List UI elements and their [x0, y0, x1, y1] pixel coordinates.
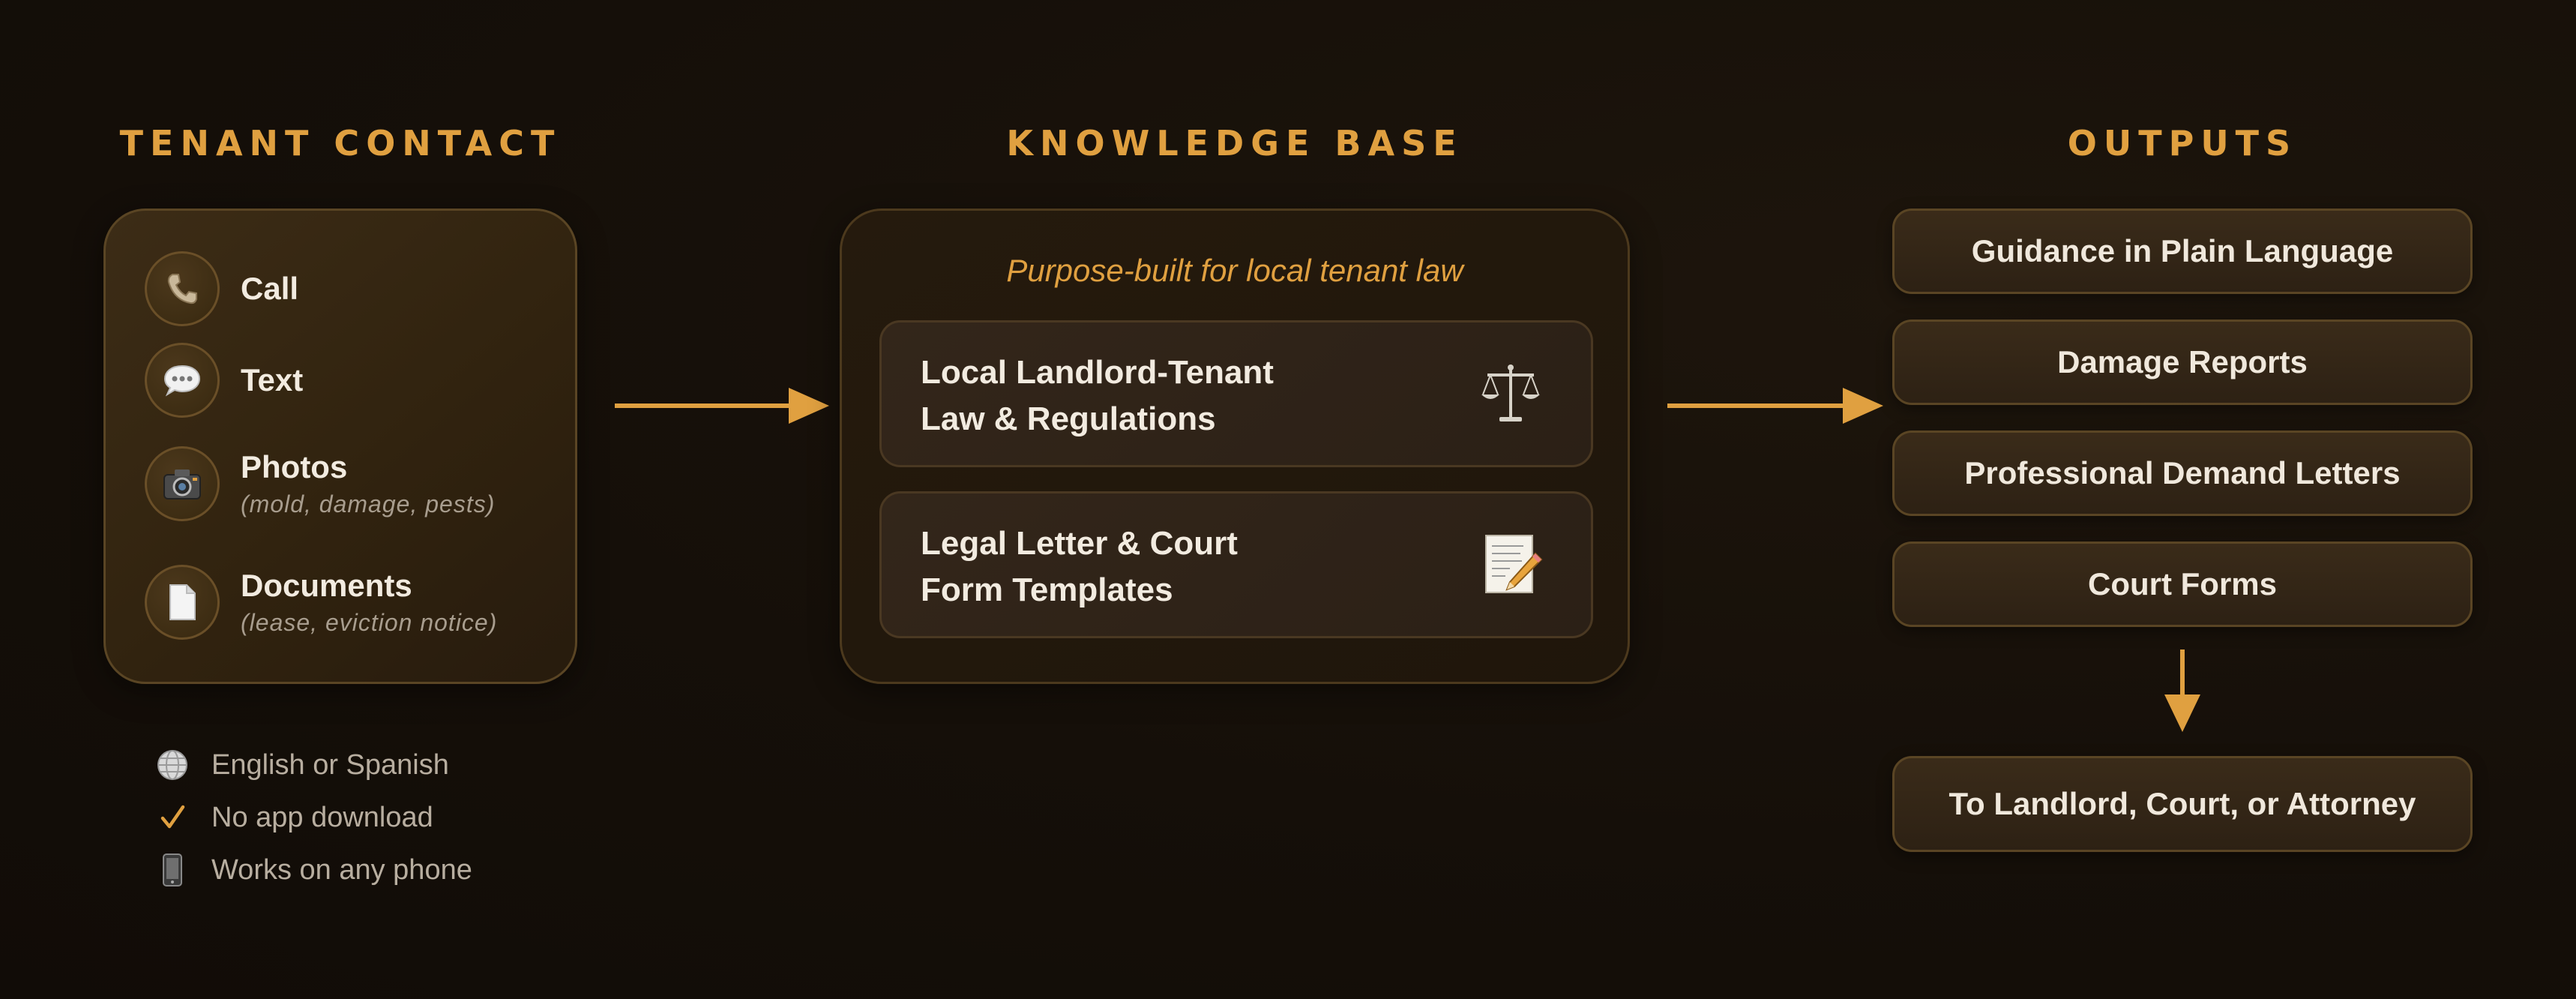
feature-label: Works on any phone	[211, 854, 472, 886]
contact-label: Text	[241, 362, 304, 398]
document-icon	[145, 565, 220, 640]
camera-icon	[145, 446, 220, 521]
feature-any-phone: Works on any phone	[153, 850, 472, 890]
output-guidance: Guidance in Plain Language	[1892, 208, 2473, 294]
globe-icon	[153, 746, 192, 784]
feature-label: English or Spanish	[211, 748, 449, 781]
knowledge-base-title: KNOWLEDGE BASE	[1006, 123, 1463, 164]
contact-label: Call	[241, 270, 299, 306]
arrow-right-icon	[615, 388, 829, 424]
contact-sublabel: (lease, eviction notice)	[241, 608, 498, 636]
phone-icon	[145, 251, 220, 326]
knowledge-base-card: Purpose-built for local tenant law Local…	[840, 208, 1630, 684]
output-destination: To Landlord, Court, or Attorney	[1892, 756, 2473, 852]
tenant-contact-card: Call Text Photos (m	[103, 208, 577, 684]
output-damage-reports: Damage Reports	[1892, 320, 2473, 405]
outputs-title: OUTPUTS	[2067, 123, 2298, 164]
contact-item-call: Call	[145, 251, 298, 326]
arrow-right-icon	[1667, 388, 1883, 424]
mobile-phone-icon	[153, 850, 192, 890]
feature-no-app: No app download	[153, 798, 433, 837]
contact-label: Photos	[241, 449, 348, 485]
feature-label: No app download	[211, 801, 433, 833]
kb-box-title: Legal Letter & Court Form Templates	[921, 520, 1340, 614]
contact-item-documents: Documents (lease, eviction notice)	[145, 565, 497, 640]
feature-language: English or Spanish	[153, 746, 449, 784]
memo-pencil-icon	[1477, 531, 1544, 598]
kb-box-title: Local Landlord-Tenant Law & Regulations	[921, 350, 1340, 442]
scales-icon	[1477, 360, 1544, 428]
kb-box-title-line: Law & Regulations	[921, 400, 1216, 437]
contact-label: Documents	[241, 568, 412, 604]
kb-box-law: Local Landlord-Tenant Law & Regulations	[879, 320, 1593, 467]
checkmark-icon	[153, 798, 192, 837]
kb-box-templates: Legal Letter & Court Form Templates	[879, 491, 1593, 638]
kb-box-title-line: Legal Letter & Court	[921, 525, 1238, 562]
contact-sublabel: (mold, damage, pests)	[241, 490, 496, 518]
arrow-down-icon	[2164, 650, 2200, 732]
kb-box-title-line: Form Templates	[921, 572, 1173, 608]
contact-item-photos: Photos (mold, damage, pests)	[145, 446, 495, 521]
speech-bubble-icon	[145, 343, 220, 418]
kb-box-title-line: Local Landlord-Tenant	[921, 354, 1274, 391]
knowledge-base-subtitle: Purpose-built for local tenant law	[1006, 253, 1463, 288]
output-demand-letters: Professional Demand Letters	[1892, 430, 2473, 516]
contact-item-text: Text	[145, 343, 303, 418]
tenant-contact-title: TENANT CONTACT	[119, 123, 562, 164]
output-court-forms: Court Forms	[1892, 542, 2473, 627]
